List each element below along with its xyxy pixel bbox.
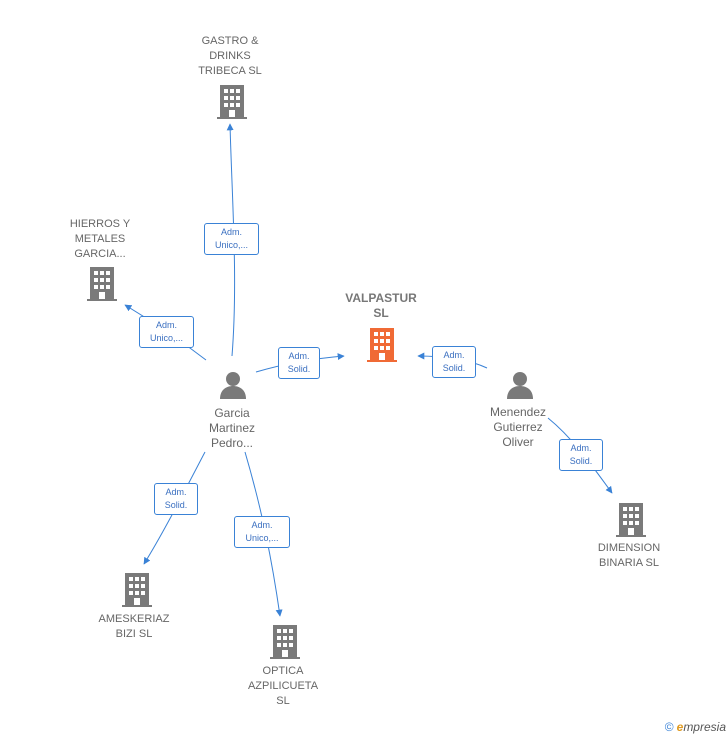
node-label-hierros[interactable]: HIERROS Y METALES GARCIA... — [69, 218, 131, 260]
person-icon-garcia[interactable] — [218, 370, 248, 400]
node-label-optica[interactable]: OPTICA AZPILICUETA SL — [247, 665, 319, 707]
brand-logo: empresia — [677, 720, 726, 734]
node-label-gastro[interactable]: GASTRO & DRINKS TRIBECA SL — [198, 35, 262, 77]
node-label-valpastur[interactable]: VALPASTUR SL — [345, 291, 417, 320]
edge-label-menendez-valpastur[interactable]: Adm. Solid. — [432, 346, 476, 378]
edge-label-garcia-ameskeriaz[interactable]: Adm. Solid. — [154, 483, 198, 515]
edge-label-garcia-valpastur[interactable]: Adm. Solid. — [278, 347, 320, 379]
building-icon-valpastur[interactable] — [366, 327, 398, 363]
node-label-dimension[interactable]: DIMENSION BINARIA SL — [597, 542, 661, 569]
building-icon-optica[interactable] — [269, 624, 301, 660]
node-label-garcia[interactable]: Garcia Martinez Pedro... — [208, 406, 256, 450]
copyright-symbol: © — [664, 720, 674, 734]
person-icon-menendez[interactable] — [505, 370, 535, 400]
edge-label-garcia-gastro[interactable]: Adm. Unico,... — [204, 223, 259, 255]
brand-initial: e — [676, 720, 684, 734]
building-icon-hierros[interactable] — [86, 266, 118, 302]
edge-label-garcia-hierros[interactable]: Adm. Unico,... — [139, 316, 194, 348]
edge-label-menendez-dimension[interactable]: Adm. Solid. — [559, 439, 603, 471]
node-label-ameskeriaz[interactable]: AMESKERIAZ BIZI SL — [98, 613, 170, 640]
building-icon-dimension[interactable] — [615, 502, 647, 538]
brand-footer: ©empresia — [665, 720, 726, 734]
building-icon-gastro[interactable] — [216, 84, 248, 120]
brand-name: mpresia — [683, 720, 726, 734]
node-label-menendez[interactable]: Menendez Gutierrez Oliver — [489, 405, 547, 449]
building-icon-ameskeriaz[interactable] — [121, 572, 153, 608]
edge-label-garcia-optica[interactable]: Adm. Unico,... — [234, 516, 290, 548]
